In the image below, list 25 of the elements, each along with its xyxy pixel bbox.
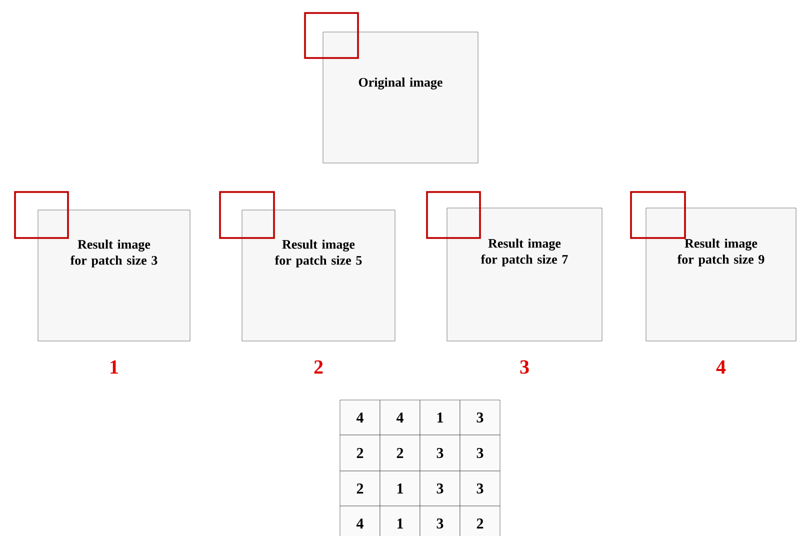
table-cell: 3	[420, 506, 460, 536]
index-number: 2	[314, 360, 323, 374]
table-cell: 2	[340, 470, 380, 506]
table-cell: 3	[420, 470, 460, 506]
table-cell: 1	[380, 470, 420, 506]
image-box: Result image for patch size 3	[38, 210, 190, 342]
index-number: 1	[110, 360, 118, 374]
table-cell: 4	[380, 400, 420, 436]
table-cell: 3	[460, 400, 500, 436]
table-cell: 3	[460, 470, 500, 506]
image-box: Original image	[322, 32, 478, 164]
table-cell: 1	[380, 506, 420, 536]
table-cell: 4	[340, 506, 380, 536]
table-cell: 2	[380, 434, 420, 472]
image-box: Result image for patch size 7	[446, 208, 602, 342]
table-cell: 2	[340, 434, 380, 472]
table-cell: 1	[420, 400, 460, 436]
table-cell: 3	[420, 434, 460, 472]
image-box: Result image for patch size 5	[242, 210, 396, 342]
index-number: 3	[520, 360, 529, 374]
index-number: 4	[716, 360, 726, 374]
table-cell: 3	[460, 434, 500, 472]
table-cell: 2	[460, 506, 500, 536]
table-cell: 4	[340, 400, 380, 436]
image-box: Result image for patch size 9	[646, 208, 796, 342]
